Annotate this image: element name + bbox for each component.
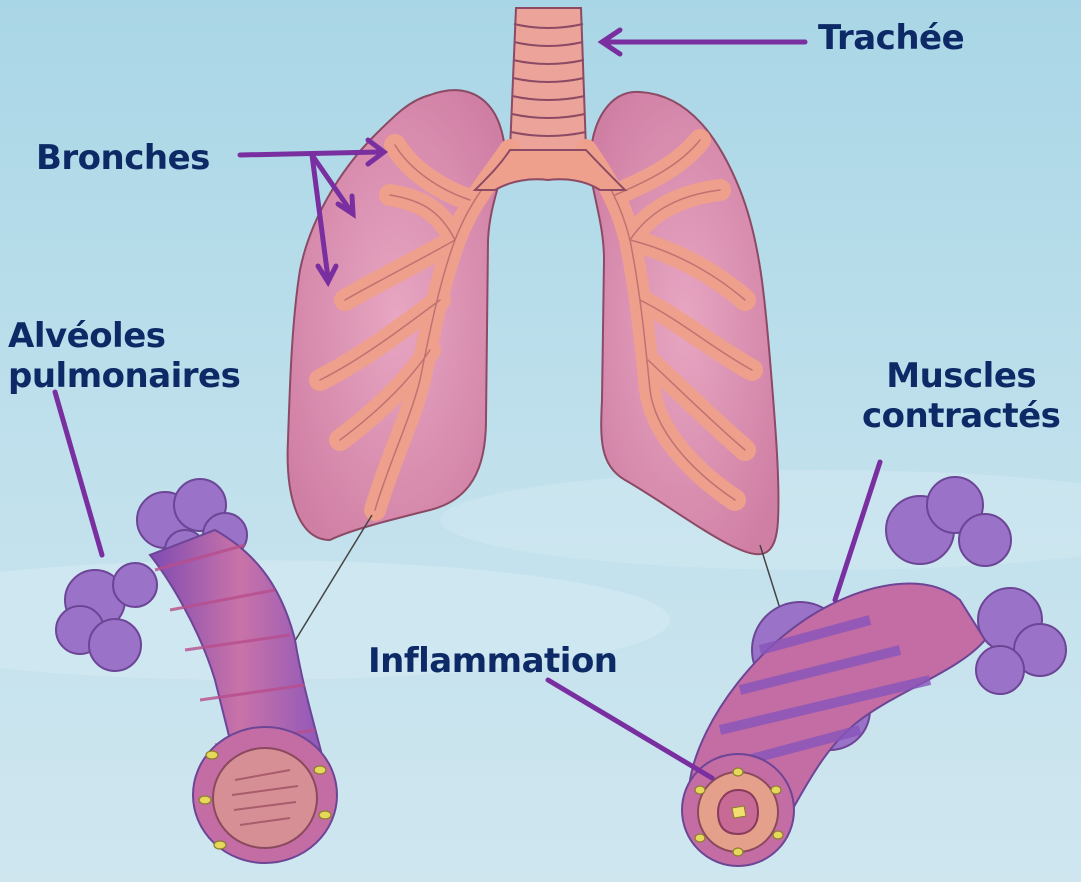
label-muscles-line1: Muscles	[862, 356, 1060, 396]
label-trachee: Trachée	[818, 18, 964, 58]
label-alveoles-line1: Alvéoles	[8, 316, 240, 356]
label-alveoles-pulmonaires: Alvéoles pulmonaires	[8, 316, 240, 396]
trachea-illustration	[510, 8, 586, 150]
label-muscles-line2: contractés	[862, 396, 1060, 436]
label-bronches: Bronches	[36, 138, 210, 178]
label-inflammation: Inflammation	[368, 641, 618, 681]
label-alveoles-line2: pulmonaires	[8, 356, 240, 396]
label-muscles-contractes: Muscles contractés	[862, 356, 1060, 436]
